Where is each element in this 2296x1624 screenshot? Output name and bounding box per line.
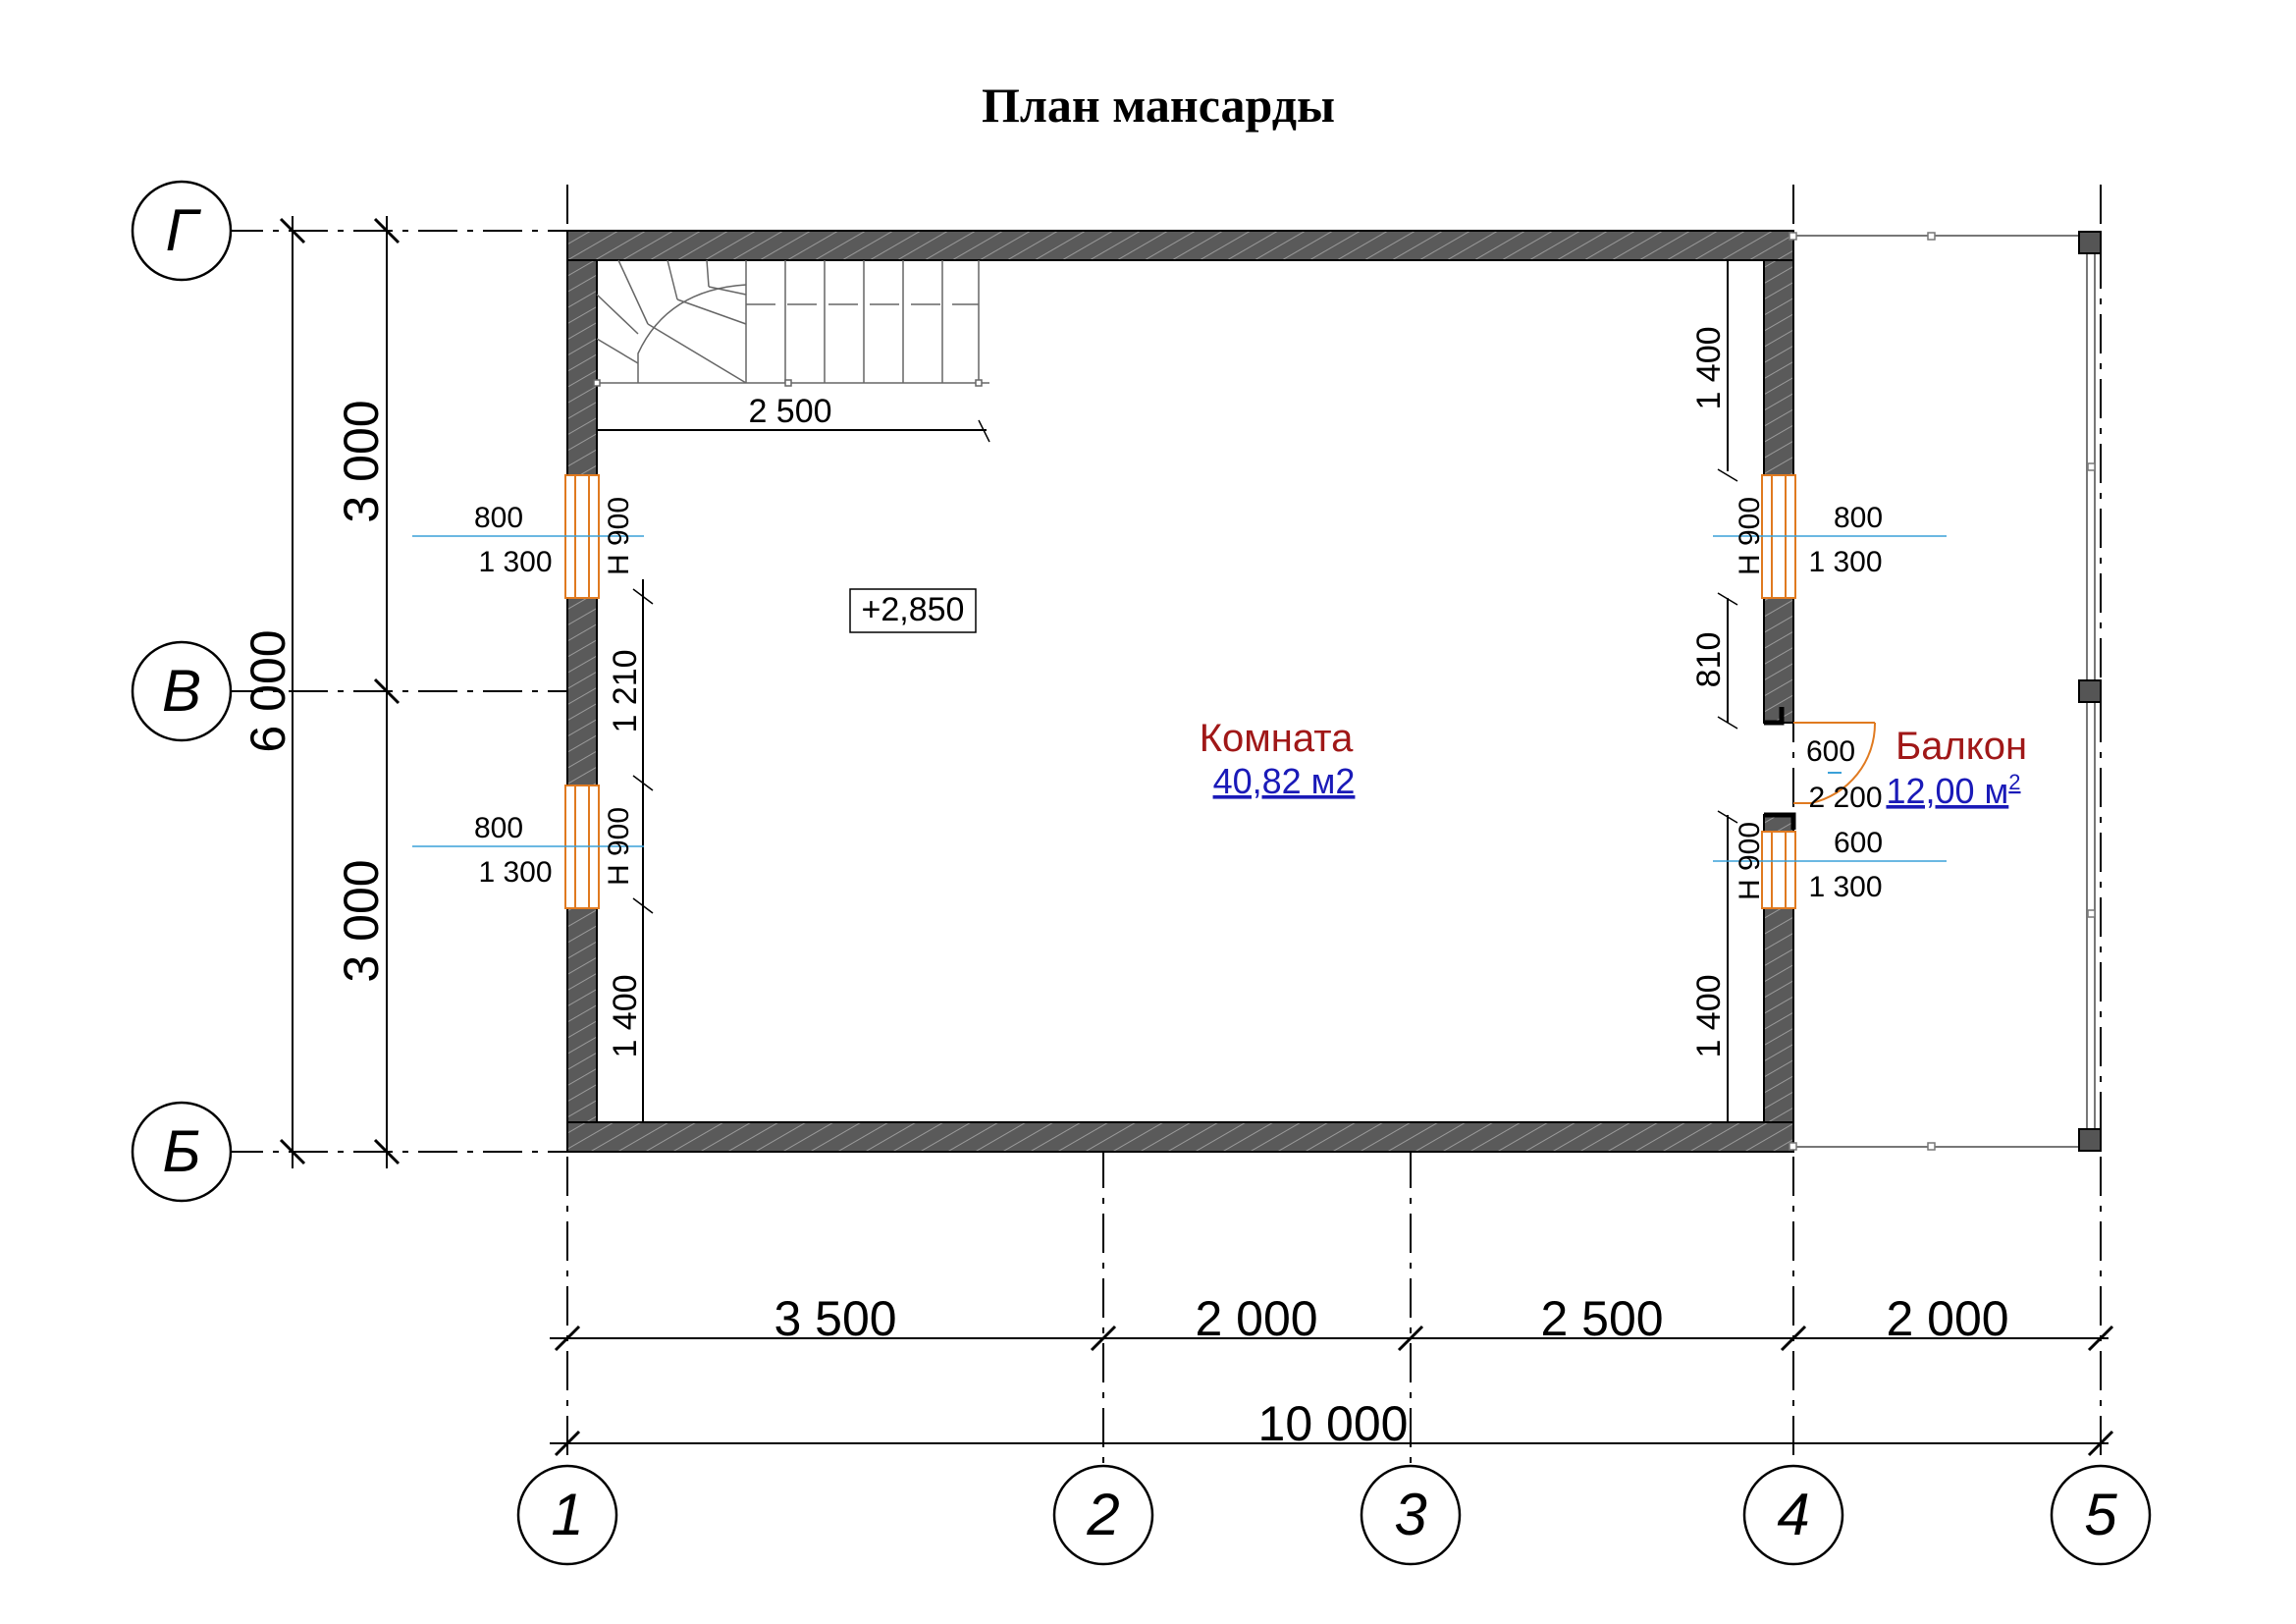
wall-bottom bbox=[566, 1121, 1794, 1153]
wall-right-4 bbox=[1763, 814, 1794, 833]
dimension-ticks bbox=[279, 217, 2114, 1457]
dimension-lines bbox=[292, 216, 2109, 1444]
dim-bottom-2: 2 000 bbox=[1195, 1291, 1317, 1346]
axis-label-v: В bbox=[162, 658, 201, 724]
axis-bubbles bbox=[131, 180, 2152, 1566]
balcony-area: 12,00 м2 bbox=[1886, 770, 2020, 811]
door-jambs bbox=[1764, 707, 1796, 830]
win-right-bottom-height: 1 300 bbox=[1808, 871, 1882, 903]
balcony-nodes bbox=[1789, 232, 2096, 1151]
win-left-top-sill: Н 900 bbox=[603, 497, 635, 575]
axis-label-2: 2 bbox=[1086, 1482, 1119, 1547]
small-ticks bbox=[596, 419, 1738, 914]
sill-lines bbox=[412, 535, 1947, 862]
dim-bottom-4: 2 000 bbox=[1886, 1291, 2008, 1346]
dim-overall-x: 10 000 bbox=[1258, 1396, 1409, 1451]
win-left-bottom-sill: Н 900 bbox=[603, 807, 635, 886]
win-right-top-sill: Н 900 bbox=[1734, 497, 1766, 575]
dim-right-wall-2: 810 bbox=[1690, 632, 1728, 688]
axis-label-5: 5 bbox=[2084, 1482, 2117, 1547]
win-right-bottom-sill: Н 900 bbox=[1734, 822, 1766, 900]
plan-title: План мансарды bbox=[982, 78, 1335, 133]
dim-right-wall-1: 1 400 bbox=[1690, 326, 1728, 409]
dim-bottom-1: 3 500 bbox=[774, 1291, 896, 1346]
win-left-top-width: 800 bbox=[474, 502, 523, 534]
balcony-area-sup: 2 bbox=[2008, 770, 2020, 794]
win-left-bottom-width: 800 bbox=[474, 812, 523, 844]
door-height: 2 200 bbox=[1808, 782, 1882, 814]
balcony-posts bbox=[2078, 231, 2102, 1152]
win-left-bottom-height: 1 300 bbox=[478, 856, 552, 889]
wall-right-3 bbox=[1763, 907, 1794, 1123]
dim-left-wall-2: 1 400 bbox=[607, 974, 644, 1057]
wall-right-2 bbox=[1763, 597, 1794, 724]
balcony-door bbox=[1793, 722, 1877, 804]
win-right-bottom-width: 600 bbox=[1834, 827, 1883, 859]
window-right-bottom bbox=[1761, 831, 1796, 909]
dim-left-1: 3 000 bbox=[334, 400, 389, 522]
walls bbox=[566, 230, 1794, 1153]
windows bbox=[564, 474, 1796, 909]
win-right-top-width: 800 bbox=[1834, 502, 1883, 534]
balcony-name: Балкон bbox=[1896, 725, 2027, 768]
wall-left-3 bbox=[566, 907, 598, 1123]
dim-left-wall-1: 1 210 bbox=[607, 649, 644, 732]
wall-top bbox=[566, 230, 1794, 261]
dim-right-wall-3: 1 400 bbox=[1690, 974, 1728, 1057]
level-mark-box bbox=[849, 588, 977, 633]
win-right-top-height: 1 300 bbox=[1808, 546, 1882, 578]
wall-left-1 bbox=[566, 259, 598, 476]
dim-overall-y: 6 000 bbox=[240, 629, 295, 752]
stair-nodes bbox=[593, 379, 983, 387]
wall-left-2 bbox=[566, 597, 598, 786]
axis-label-4: 4 bbox=[1777, 1482, 1809, 1547]
balcony-outline bbox=[1793, 235, 2096, 1148]
room-name: Комната bbox=[1200, 717, 1354, 760]
dim-left-2: 3 000 bbox=[334, 859, 389, 982]
balcony-area-value: 12,00 м bbox=[1886, 771, 2008, 811]
dim-stair: 2 500 bbox=[748, 393, 831, 430]
axis-label-3: 3 bbox=[1394, 1482, 1426, 1547]
win-left-top-height: 1 300 bbox=[478, 546, 552, 578]
room-area: 40,82 м2 bbox=[1213, 761, 1356, 801]
axis-label-b: Б bbox=[162, 1118, 200, 1184]
dim-bottom-3: 2 500 bbox=[1540, 1291, 1663, 1346]
level-mark: +2,850 bbox=[862, 591, 965, 628]
axis-label-1: 1 bbox=[551, 1482, 583, 1547]
wall-right-1 bbox=[1763, 259, 1794, 476]
door-width: 600 bbox=[1806, 735, 1855, 768]
stair bbox=[596, 259, 989, 384]
axis-label-g: Г bbox=[166, 197, 202, 263]
